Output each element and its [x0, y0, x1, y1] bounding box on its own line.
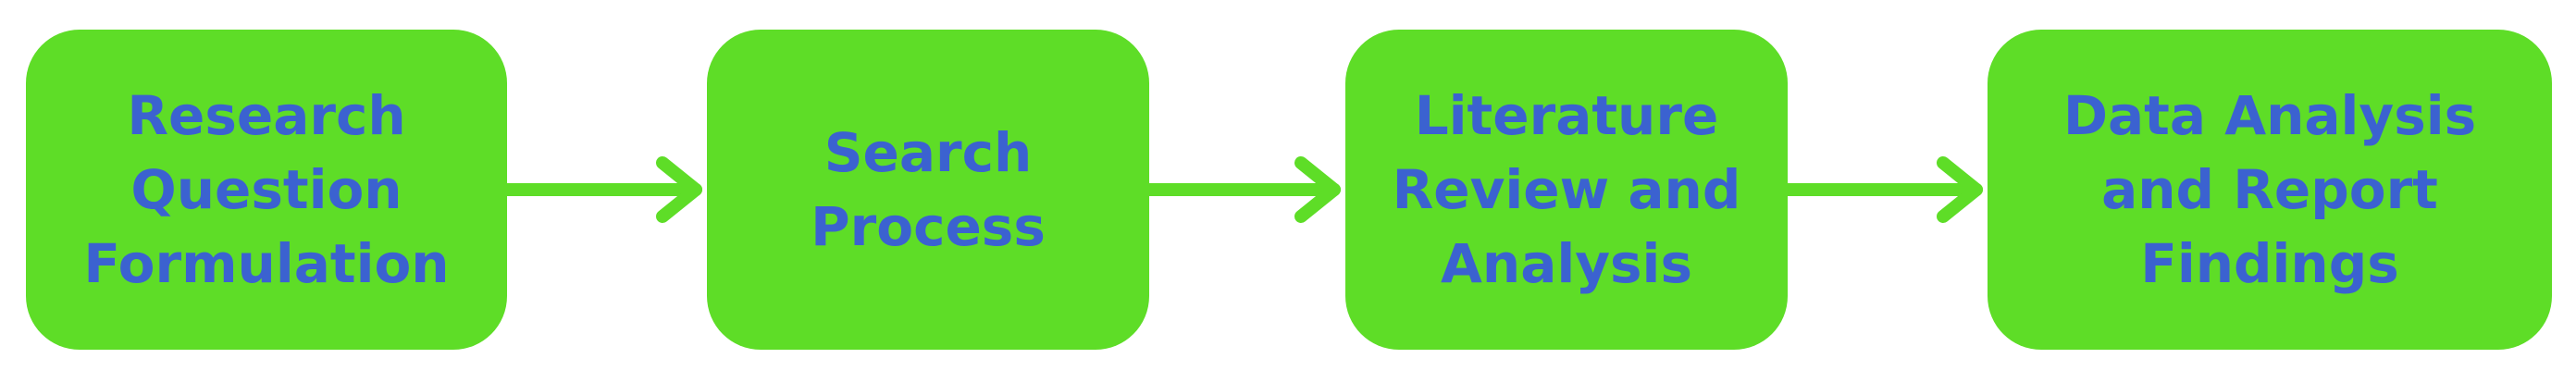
- step-label: Literature Review and Analysis: [1392, 84, 1741, 295]
- step-data-analysis-report: Data Analysis and Report Findings: [1988, 30, 2552, 350]
- arrow-2-to-3: [1143, 156, 1341, 223]
- arrow-1-to-2: [501, 156, 702, 223]
- step-research-question-formulation: Research Question Formulation: [26, 30, 507, 350]
- step-search-process: Search Process: [707, 30, 1149, 350]
- step-label: Data Analysis and Report Findings: [2062, 84, 2477, 295]
- arrow-3-to-4: [1781, 156, 1983, 223]
- step-label: Search Process: [811, 121, 1046, 258]
- step-literature-review: Literature Review and Analysis: [1345, 30, 1788, 350]
- step-label: Research Question Formulation: [83, 84, 450, 295]
